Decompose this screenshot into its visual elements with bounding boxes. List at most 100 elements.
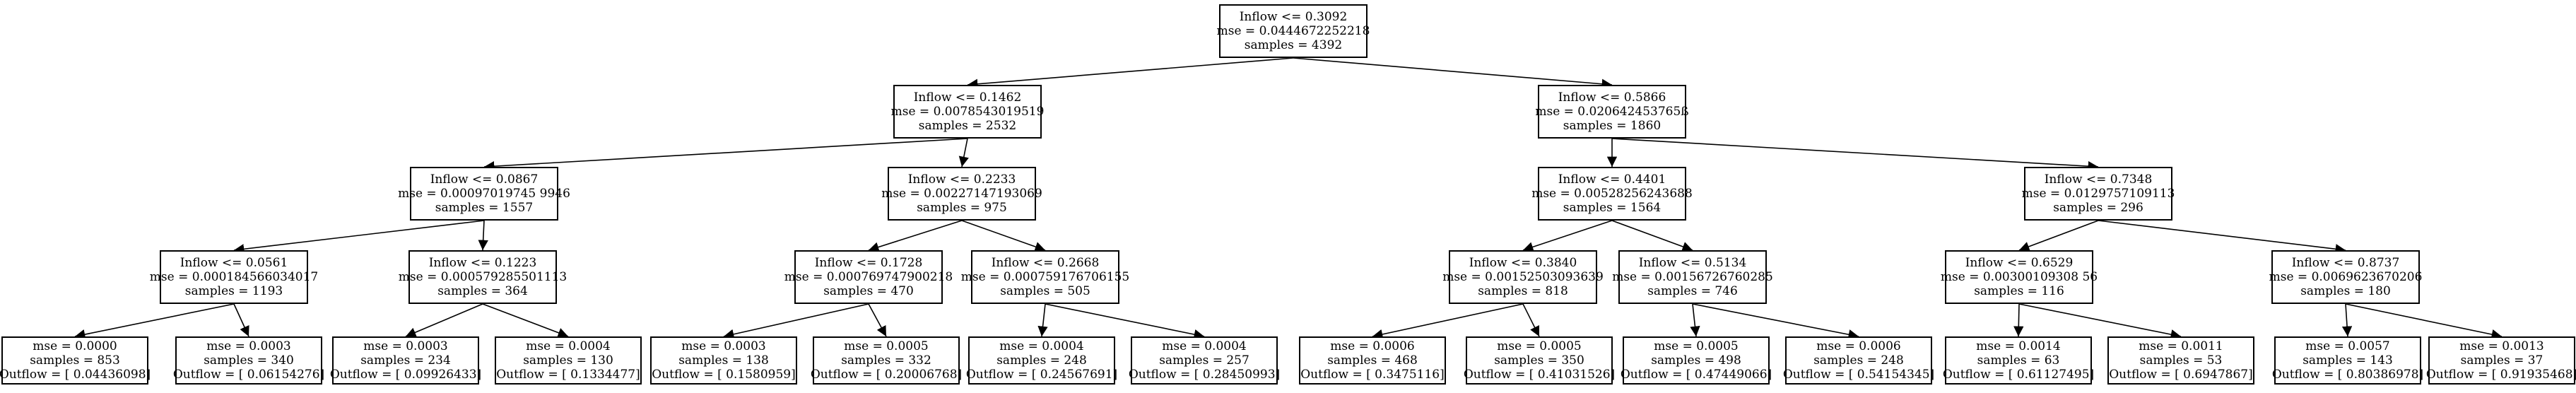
node-text-line: samples = 470 bbox=[823, 284, 914, 298]
node-text-line: samples = 63 bbox=[1977, 353, 2060, 368]
node-text-line: mse = 0.0000 bbox=[33, 339, 117, 353]
node-text-line: mse = 0.000579285501113 bbox=[398, 270, 567, 284]
node-text-line: Outflow = [ 0.41031526] bbox=[1463, 368, 1616, 382]
node-text-line: Inflow <= 0.1462 bbox=[913, 90, 1022, 105]
node-text-line: Inflow <= 0.2233 bbox=[907, 172, 1016, 187]
node-text-line: samples = 853 bbox=[30, 353, 120, 368]
node-text-line: Inflow <= 0.3092 bbox=[1239, 10, 1348, 24]
node-text-line: mse = 0.0005 bbox=[844, 339, 929, 353]
tree-edge bbox=[2098, 220, 2346, 254]
node-text-line: Inflow <= 0.1223 bbox=[428, 256, 537, 270]
node-text-line: mse = 0.0057 bbox=[2305, 339, 2390, 353]
node-text-line: mse = 0.0004 bbox=[1162, 339, 1247, 353]
node-text-line: mse = 0.00152503093639 bbox=[1442, 270, 1604, 284]
tree-edge bbox=[1522, 303, 1540, 337]
node-text-line: samples = 1193 bbox=[184, 284, 283, 298]
node-text-line: samples = 340 bbox=[204, 353, 294, 368]
node-text-line: Inflow <= 0.2668 bbox=[991, 256, 1100, 270]
node-text-line: samples = 116 bbox=[1974, 284, 2064, 298]
node-text-line: samples = 180 bbox=[2300, 284, 2391, 298]
node-text-line: mse = 0.00156726760285 bbox=[1612, 270, 1773, 284]
node-text-line: samples = 498 bbox=[1651, 353, 1741, 368]
node-text-line: mse = 0.0003 bbox=[363, 339, 448, 353]
tree-edge bbox=[233, 303, 249, 337]
tree-edge bbox=[961, 220, 1046, 252]
node-text-line: Outflow = [ 0.61127495] bbox=[1942, 368, 2095, 382]
node-text-line: samples = 37 bbox=[2460, 353, 2543, 368]
node-text-line: mse = 0.0003 bbox=[681, 339, 766, 353]
node-text-line: samples = 248 bbox=[1813, 353, 1904, 368]
node-text-line: mse = 0.0004 bbox=[526, 339, 611, 353]
tree-edge bbox=[405, 303, 483, 338]
node-text-line: mse = 0.0444672252218 bbox=[1216, 24, 1370, 38]
node-text-line: mse = 0.0003 bbox=[206, 339, 291, 353]
node-text-line: mse = 0.0005 bbox=[1654, 339, 1739, 353]
tree-edge bbox=[868, 303, 887, 337]
node-text-line: samples = 505 bbox=[1000, 284, 1090, 298]
node-text-line: Outflow = [ 0.80386978] bbox=[2271, 368, 2424, 382]
node-text-line: Outflow = [ 0.54154345] bbox=[1782, 368, 1935, 382]
node-text-line: samples = 818 bbox=[1478, 284, 1568, 298]
node-text-line: samples = 143 bbox=[2302, 353, 2393, 368]
tree-edge bbox=[2018, 220, 2099, 252]
node-text-line: Outflow = [ 0.20006768] bbox=[810, 368, 963, 382]
tree-edge bbox=[723, 303, 869, 339]
node-text-line: samples = 4392 bbox=[1244, 38, 1343, 52]
node-text-line: Outflow = [ 0.1580959] bbox=[652, 368, 796, 382]
node-text-line: mse = 0.00300109308 56 bbox=[1940, 270, 2098, 284]
node-text-line: mse = 0.0078543019519 bbox=[890, 105, 1045, 119]
tree-edge bbox=[1522, 220, 1613, 252]
node-text-line: samples = 234 bbox=[360, 353, 451, 368]
node-text-line: samples = 1860 bbox=[1563, 119, 1662, 133]
node-text-line: samples = 350 bbox=[1494, 353, 1584, 368]
node-text-line: Inflow <= 0.7348 bbox=[2044, 172, 2153, 187]
node-text-line: samples = 1564 bbox=[1563, 201, 1662, 215]
node-text-line: mse = 0.0006 bbox=[1816, 339, 1901, 353]
tree-edge bbox=[482, 303, 569, 338]
tree-edge bbox=[2013, 303, 2024, 337]
node-text-line: Inflow <= 0.6529 bbox=[1965, 256, 2074, 270]
node-text-line: Inflow <= 0.3840 bbox=[1469, 256, 1577, 270]
node-text-line: samples = 248 bbox=[996, 353, 1087, 368]
node-text-line: mse = 0.0129757109113 bbox=[2021, 187, 2175, 201]
node-text-line: Inflow <= 0.0561 bbox=[180, 256, 288, 270]
node-text-line: mse = 0.0014 bbox=[1976, 339, 2061, 353]
node-text-line: Outflow = [ 0.47449066] bbox=[1620, 368, 1772, 382]
node-text-line: Outflow = [ 0.1334477] bbox=[496, 368, 640, 382]
node-text-line: samples = 332 bbox=[841, 353, 931, 368]
tree-edge bbox=[1690, 303, 1700, 337]
node-text-line: mse = 0.000759176706155 bbox=[960, 270, 1130, 284]
node-text-line: mse = 0.0011 bbox=[2139, 339, 2223, 353]
tree-edge bbox=[2345, 303, 2503, 340]
tree-edge bbox=[1045, 303, 1205, 340]
tree-edge bbox=[2018, 303, 2182, 340]
node-text-line: samples = 1557 bbox=[435, 201, 534, 215]
node-text-line: Inflow <= 0.8737 bbox=[2291, 256, 2400, 270]
node-text-line: Outflow = [ 0.24567691] bbox=[965, 368, 1118, 382]
tree-edge bbox=[868, 220, 963, 252]
